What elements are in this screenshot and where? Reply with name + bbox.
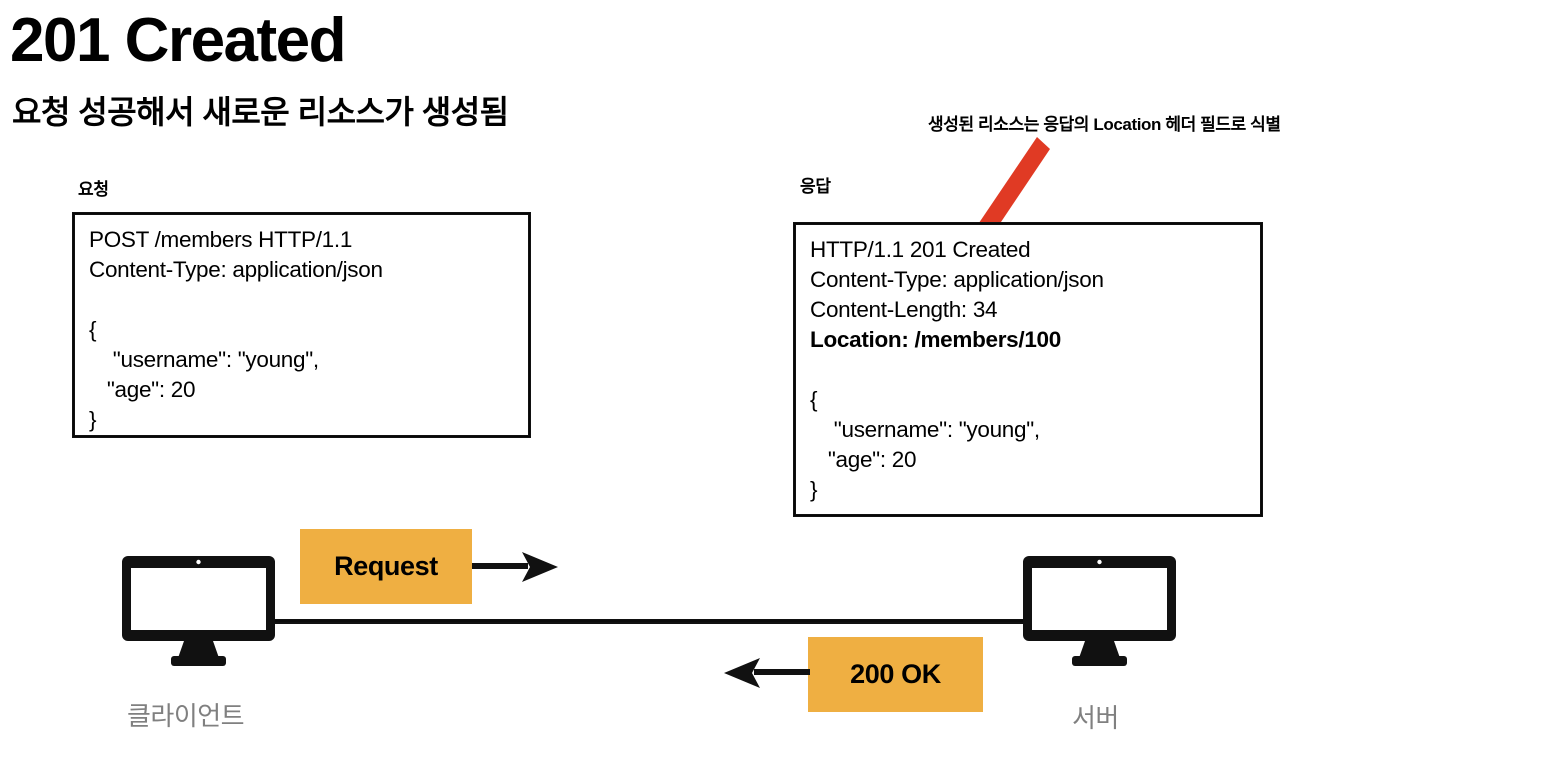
response-line: HTTP/1.1 201 Created [810,237,1031,262]
server-monitor-icon [1023,556,1176,666]
response-badge: 200 OK [808,637,983,712]
response-line: Content-Length: 34 [810,297,998,322]
response-message-box: HTTP/1.1 201 Created Content-Type: appli… [793,222,1263,517]
request-line-blank [89,285,514,315]
request-arrow-icon [472,552,558,582]
server-label: 서버 [1072,703,1119,733]
response-line: Content-Type: application/json [810,267,1104,292]
request-line: } [89,407,97,432]
response-section-label: 응답 [800,177,831,196]
client-label: 클라이언트 [127,701,245,731]
response-line-location: Location: /members/100 [810,327,1061,352]
response-line: "username": "young", [810,417,1040,442]
response-line-blank [810,355,1246,385]
request-message-box: POST /members HTTP/1.1 Content-Type: app… [72,212,531,438]
request-line: "username": "young", [89,347,319,372]
response-line: { [810,387,818,412]
request-line: Content-Type: application/json [89,257,383,282]
response-line: } [810,477,818,502]
request-line: { [89,317,97,342]
response-line: "age": 20 [810,447,917,472]
client-server-connection-line [272,619,1032,624]
annotation-text: 생성된 리소스는 응답의 Location 헤더 필드로 식별 [928,115,1281,134]
client-monitor-icon [122,556,275,666]
request-section-label: 요청 [78,180,109,199]
request-line: "age": 20 [89,377,196,402]
page-subtitle: 요청 성공해서 새로운 리소스가 생성됨 [12,94,509,130]
page-title: 201 Created [10,6,347,75]
response-arrow-icon [724,658,810,688]
request-line: POST /members HTTP/1.1 [89,227,353,252]
request-badge: Request [300,529,472,604]
